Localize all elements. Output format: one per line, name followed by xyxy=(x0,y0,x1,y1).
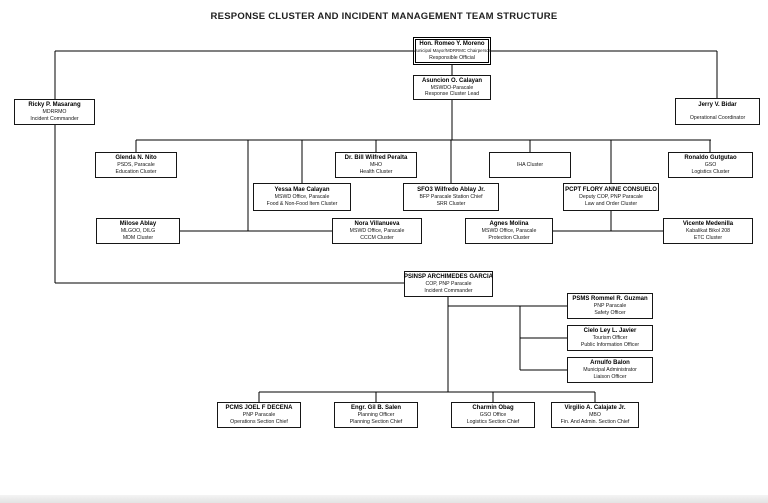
org-node-cccm-cluster: Nora Villanueva MSWD Office, Paracale CC… xyxy=(332,218,422,244)
org-node-planning-section-chief: Engr. Gil B. Salen Planning Officer Plan… xyxy=(334,402,418,428)
node-org: IHA Cluster xyxy=(516,161,544,168)
node-role: ETC Cluster xyxy=(693,234,723,241)
org-node-health-cluster: Dr. Bill Wilfred Peralta MHO Health Clus… xyxy=(335,152,417,178)
node-role: MDM Cluster xyxy=(122,234,154,241)
node-name: PSMS Rommel R. Guzman xyxy=(572,296,648,303)
org-node-public-information-officer: Cielo Ley L. Javier Tourism Officer Publ… xyxy=(567,325,653,351)
node-role: SRR Cluster xyxy=(436,200,466,207)
node-org: Kabalikat Bikol 208 xyxy=(685,228,731,235)
node-role: Responsible Official xyxy=(429,54,475,61)
node-role: Fin. And Admin. Section Chief xyxy=(560,418,630,425)
node-role: Public Information Officer xyxy=(580,341,640,348)
node-name: Arnulfo Balon xyxy=(590,360,630,367)
org-node-logistics-cluster: Ronaldo Gutgutao GSO Logistics Cluster xyxy=(668,152,753,178)
node-name: Ronaldo Gutgutao xyxy=(684,155,737,162)
node-name: Nora Villanueva xyxy=(354,221,400,228)
org-node-safety-officer: PSMS Rommel R. Guzman PNP Paracale Safet… xyxy=(567,293,653,319)
org-node-responsible-official: Hon. Romeo Y. Moreno Municipal Mayor/MDR… xyxy=(413,37,491,65)
node-name: Hon. Romeo Y. Moreno xyxy=(419,41,485,48)
node-org: GSO Office xyxy=(479,412,507,419)
org-node-operational-coordinator: Jerry V. Bidar Operational Coordinator xyxy=(675,98,760,125)
org-node-incident-commander-mdrrmo: Ricky P. Masarang MDRRMO Incident Comman… xyxy=(14,99,95,125)
node-role: Health Cluster xyxy=(359,168,393,175)
node-name: Asuncion O. Calayan xyxy=(421,77,482,84)
node-role: Logistics Cluster xyxy=(691,168,730,175)
node-name: Engr. Gil B. Salen xyxy=(350,405,401,412)
org-node-fin-admin-section-chief: Virgilio A. Calajate Jr. MBO Fin. And Ad… xyxy=(551,402,639,428)
org-node-food-nonfood-cluster: Yessa Mae Calayan MSWD Office, Paracale … xyxy=(253,183,351,211)
org-node-logistics-section-chief: Charmin Obag GSO Office Logistics Sectio… xyxy=(451,402,535,428)
node-org: MBO xyxy=(589,412,601,419)
node-role: Operations Section Chief xyxy=(230,418,288,425)
node-org: MSWD Office, Paracale xyxy=(274,194,330,201)
node-name: Milose Ablay xyxy=(119,221,157,228)
node-org: COP, PNP Paracale xyxy=(425,281,472,288)
node-role: Safety Officer xyxy=(594,309,626,316)
node-role: Logistics Section Chief xyxy=(466,418,520,425)
node-name: Cielo Ley L. Javier xyxy=(583,328,637,335)
node-role: Operational Coordinator xyxy=(689,115,746,121)
node-role: Incident Commander xyxy=(424,287,473,294)
node-role: Planning Section Chief xyxy=(349,418,403,425)
node-role: Law and Order Cluster xyxy=(584,200,638,207)
node-name: Ricky P. Masarang xyxy=(28,102,81,109)
node-org: Municipal Mayor/MDRRMC Chairperson xyxy=(412,48,492,54)
page-bottom-edge xyxy=(0,495,768,503)
org-node-mdm-cluster: Milose Ablay MLGOO, DILG MDM Cluster xyxy=(96,218,180,244)
node-role: Incident Commander xyxy=(30,115,79,122)
node-org: MDRRMO xyxy=(42,109,67,116)
org-node-etc-cluster: Vicente Medenilla Kabalikat Bikol 208 ET… xyxy=(663,218,753,244)
node-name: Jerry V. Bidar xyxy=(698,101,737,108)
node-role: Education Cluster xyxy=(115,168,157,175)
node-org: BFP Paracale Station Chief xyxy=(419,194,483,201)
node-name: Charmin Obag xyxy=(472,405,514,412)
org-node-iha-cluster: IHA Cluster xyxy=(489,152,571,178)
org-node-response-cluster-lead: Asuncion O. Calayan MSWDO-Paracale Respo… xyxy=(413,75,491,100)
node-role: Protection Cluster xyxy=(488,234,530,241)
node-name: Yessa Mae Calayan xyxy=(274,187,330,194)
node-name: PSINSP ARCHIMEDES GARCIA xyxy=(404,274,494,281)
node-name: Dr. Bill Wilfred Peralta xyxy=(344,155,408,162)
node-org: MHO xyxy=(369,162,383,169)
node-name: SFO3 Wilfredo Ablay Jr. xyxy=(417,187,485,194)
org-node-incident-commander-pnp: PSINSP ARCHIMEDES GARCIA COP, PNP Paraca… xyxy=(404,271,493,297)
node-org: Municipal Administrator xyxy=(583,367,637,374)
node-org: MLGOO, DILG xyxy=(120,228,156,235)
org-node-liaison-officer: Arnulfo Balon Municipal Administrator Li… xyxy=(567,357,653,383)
page-title: RESPONSE CLUSTER AND INCIDENT MANAGEMENT… xyxy=(210,11,558,22)
node-name: Vicente Medenilla xyxy=(682,221,734,228)
node-name: Agnes Molina xyxy=(489,221,529,228)
node-org: PSDS, Paracale xyxy=(117,162,155,169)
node-org: PNP Paracale xyxy=(242,412,276,419)
node-org: Planning Officer xyxy=(357,412,395,419)
node-org: MSWD Office, Paracale xyxy=(349,228,405,235)
node-org: GSO xyxy=(704,162,717,169)
node-org: PNP Paracale xyxy=(593,303,627,310)
node-org: Deputy COP, PNP Paracale xyxy=(579,194,643,201)
node-org: Tourism Officer xyxy=(592,335,628,342)
node-name: Virgilio A. Calajate Jr. xyxy=(564,405,626,412)
node-role: CCCM Cluster xyxy=(360,234,394,241)
org-node-protection-cluster: Agnes Molina MSWD Office, Paracale Prote… xyxy=(465,218,553,244)
org-node-srr-cluster: SFO3 Wilfredo Ablay Jr. BFP Paracale Sta… xyxy=(403,183,499,211)
org-node-operations-section-chief: PCMS JOEL F DECENA PNP Paracale Operatio… xyxy=(217,402,301,428)
node-role: Response Cluster Lead xyxy=(424,91,480,97)
org-node-education-cluster: Glenda N. Nito PSDS, Paracale Education … xyxy=(95,152,177,178)
node-org: MSWD Office, Paracale xyxy=(481,228,537,235)
node-role: Liaison Officer xyxy=(593,373,627,380)
node-name: Glenda N. Nito xyxy=(115,155,157,162)
node-name: PCMS JOEL F DECENA xyxy=(225,405,293,412)
node-name: PCPT FLORY ANNE CONSUELO xyxy=(565,187,657,194)
node-org: MSWDO-Paracale xyxy=(430,84,474,91)
node-role: Food & Non-Food Item Cluster xyxy=(266,200,338,207)
org-node-law-and-order-cluster: PCPT FLORY ANNE CONSUELO Deputy COP, PNP… xyxy=(563,183,659,211)
